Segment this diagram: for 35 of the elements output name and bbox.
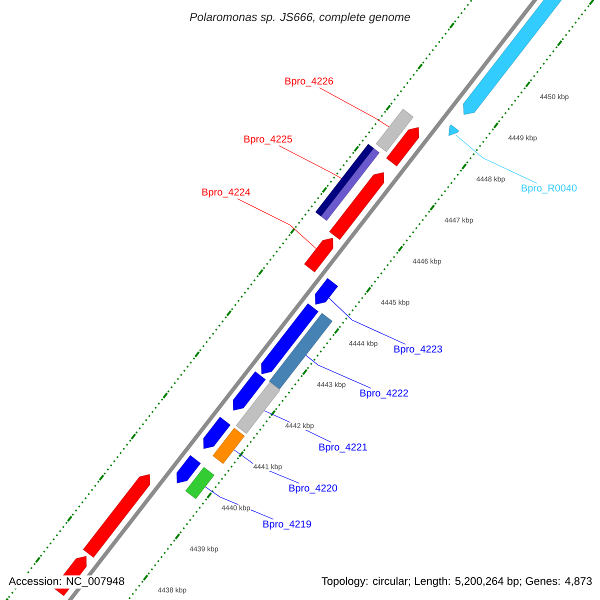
gene-block bbox=[329, 172, 384, 240]
gene-label: Bpro_R0040 bbox=[522, 184, 577, 194]
leader-line bbox=[306, 355, 372, 389]
gene-block bbox=[304, 238, 334, 272]
gene-block bbox=[448, 124, 460, 136]
gene-block bbox=[176, 455, 201, 484]
leader-line bbox=[237, 198, 316, 249]
gene-block bbox=[376, 108, 414, 152]
genome-info-text: Topology: circular; Length: 5,200,264 bp; Genes: 4,873 bbox=[320, 575, 594, 589]
gene-block bbox=[233, 371, 266, 411]
title: Polaromonas sp. JS666, complete genome bbox=[190, 12, 410, 24]
gene-label: Bpro_4226 bbox=[285, 77, 334, 87]
gene-block bbox=[320, 148, 380, 221]
gene-label: Bpro_4225 bbox=[244, 135, 292, 145]
leader-line bbox=[328, 298, 406, 345]
gene-block bbox=[315, 144, 374, 217]
gene-label: Bpro_4223 bbox=[394, 345, 442, 355]
gene-label: Bpro_4219 bbox=[263, 520, 311, 530]
gene-label: Bpro_4224 bbox=[202, 188, 250, 198]
accession-text: Accession: NC_007948 bbox=[7, 575, 126, 589]
gene-block bbox=[236, 382, 280, 434]
leader-line bbox=[278, 145, 342, 179]
gene-block bbox=[212, 428, 245, 464]
gene-block bbox=[315, 278, 338, 305]
leader-line bbox=[319, 87, 390, 128]
gene-block bbox=[261, 303, 318, 374]
gene-block bbox=[386, 127, 419, 166]
gene-label: Bpro_4220 bbox=[289, 484, 338, 494]
gene-block bbox=[269, 313, 332, 390]
gene-label: Bpro_4222 bbox=[360, 389, 408, 399]
gene-block bbox=[185, 467, 214, 500]
gene-block bbox=[203, 416, 230, 449]
gene-block bbox=[83, 474, 150, 558]
leader-line bbox=[456, 134, 538, 184]
gene-label: Bpro_4221 bbox=[319, 443, 367, 453]
